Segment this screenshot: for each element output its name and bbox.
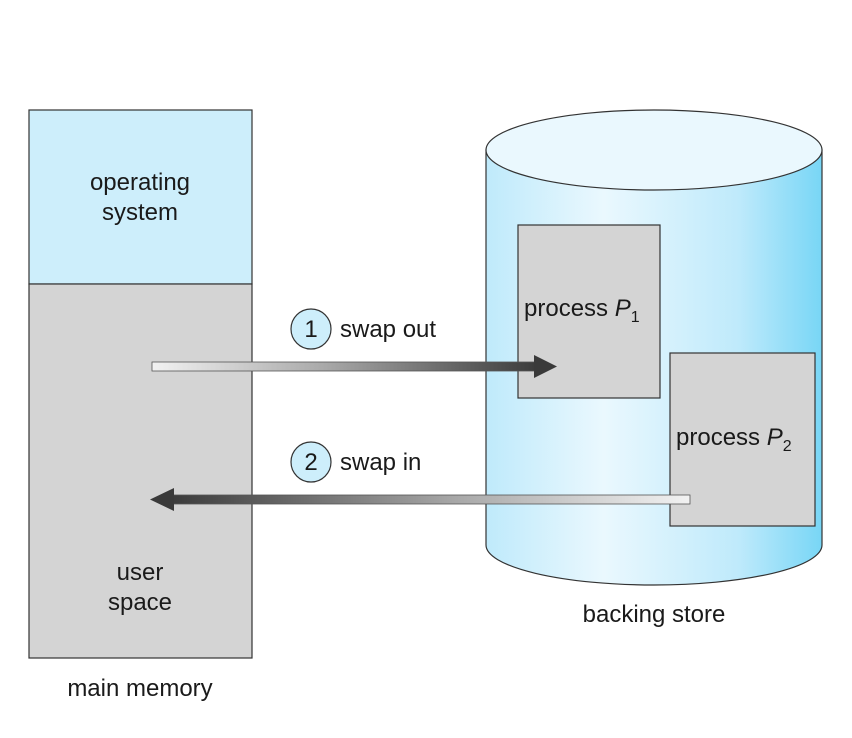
step-2-number: 2 [304, 449, 317, 476]
swap-out-arrowhead [534, 355, 557, 378]
process-p2-label: process P2 [676, 424, 792, 455]
swap-in-arrow [150, 488, 691, 511]
backing-store-caption: backing store [583, 601, 726, 628]
swap-in-arrowhead [150, 488, 174, 511]
step-1-circle [290, 308, 332, 350]
cylinder-top [485, 109, 823, 191]
os-label-line2: system [102, 199, 178, 226]
process-p2: process P2 [669, 352, 816, 527]
user-space-label-line1: user [117, 559, 164, 586]
main-memory-caption: main memory [67, 675, 212, 702]
swap-in-shaft [169, 494, 691, 505]
os-label-line1: operating [90, 169, 190, 196]
step-1: 1 swap out [290, 308, 436, 350]
main-memory: operating system user space main memory [28, 109, 253, 702]
process-p1-label: process P1 [524, 295, 640, 326]
user-space-region [28, 283, 253, 659]
step-2: 2 swap in [290, 441, 421, 483]
swap-out-shaft [151, 361, 539, 372]
process-p2-box [669, 352, 816, 527]
user-space-label-line2: space [108, 589, 172, 616]
process-p2-var: P [767, 424, 783, 451]
step-2-circle [290, 441, 332, 483]
process-p1-var: P [615, 295, 631, 322]
step-1-label: swap out [340, 316, 436, 343]
swap-out-arrow [151, 355, 557, 378]
os-region [28, 109, 253, 285]
process-p2-subscript: 2 [783, 438, 792, 455]
process-p1-word: process [524, 295, 615, 322]
step-1-number: 1 [304, 316, 317, 343]
step-2-label: swap in [340, 449, 421, 476]
process-p1-subscript: 1 [631, 309, 640, 326]
process-p2-word: process [676, 424, 767, 451]
